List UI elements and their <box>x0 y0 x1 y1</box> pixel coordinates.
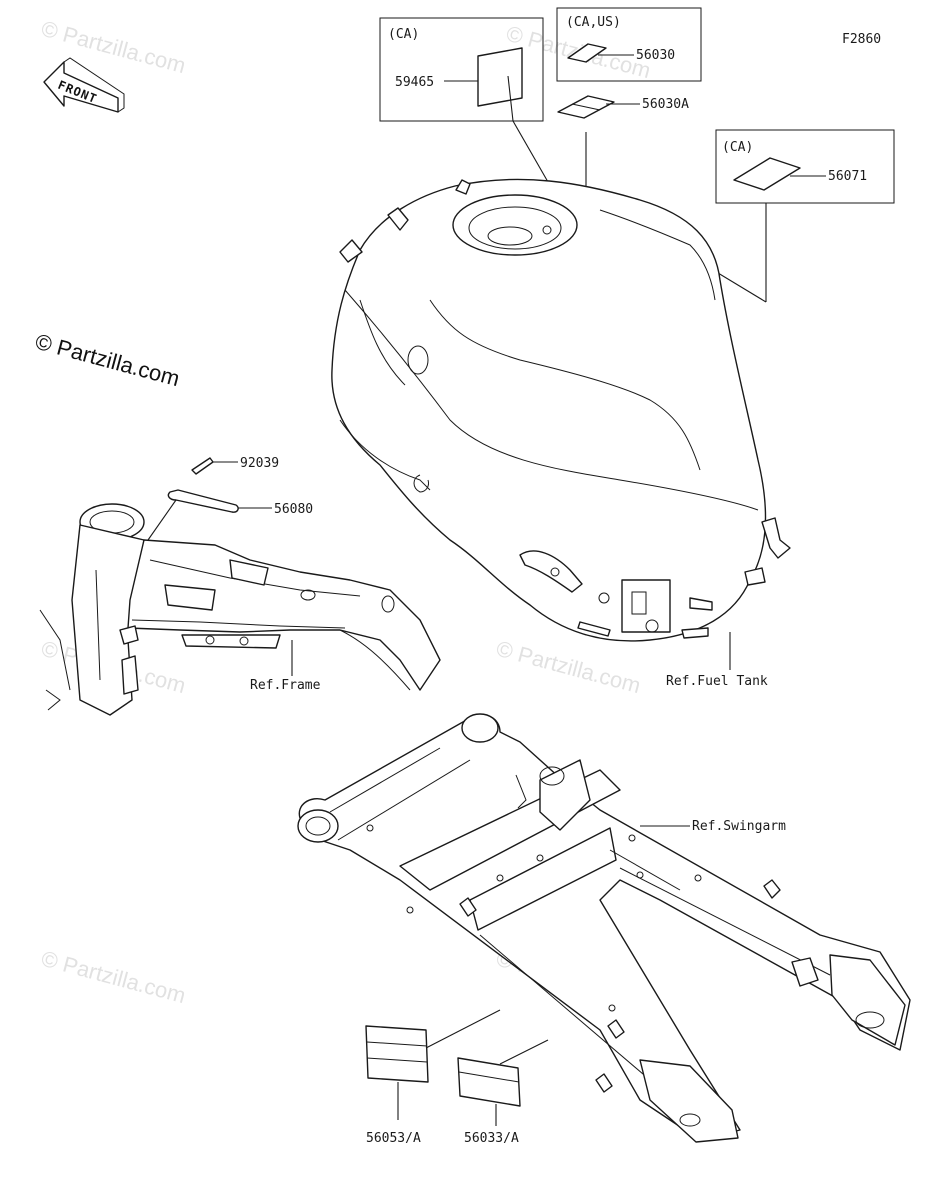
figure-code: F2860 <box>842 32 881 47</box>
watermark-5: © Partzilla.com <box>494 636 644 699</box>
callout-92039: 92039 <box>191 456 279 475</box>
part-56071-label: 56071 <box>828 169 867 184</box>
callout-56033: 56033/A <box>457 1039 549 1146</box>
ref-frame-label: Ref.Frame <box>250 678 321 693</box>
callout-56053: 56053/A <box>365 1009 501 1146</box>
callout-box-59465 <box>379 17 544 122</box>
part-56053-label: 56053/A <box>366 1131 421 1146</box>
watermark-6: © Partzilla.com <box>39 946 189 1009</box>
label-56030-shape <box>567 43 607 63</box>
label-56053-shape <box>365 1025 429 1083</box>
callout-56080: 56080 <box>147 489 313 541</box>
callout-56030a: 56030A <box>557 95 689 270</box>
part-56030a-label: 56030A <box>642 97 689 112</box>
ref-fuel-tank-label: Ref.Fuel Tank <box>666 674 768 689</box>
ref-swingarm-label: Ref.Swingarm <box>692 819 786 834</box>
callout-56030: (CA,US) 56030 <box>556 7 702 82</box>
plate-56080-shape <box>167 489 239 513</box>
part-56080-label: 56080 <box>274 502 313 517</box>
rivet-92039-shape <box>191 457 214 475</box>
frame <box>39 503 441 716</box>
region-ca-us-label: (CA,US) <box>566 15 621 30</box>
callout-59465: (CA) 59465 <box>379 17 549 183</box>
callout-box-56071 <box>715 129 895 204</box>
part-92039-label: 92039 <box>240 456 279 471</box>
label-56071-shape <box>733 157 801 191</box>
region-ca-label-1: (CA) <box>388 27 419 42</box>
fuel-tank <box>331 178 791 642</box>
swingarm <box>297 713 911 1143</box>
front-arrow-icon: FRONT <box>43 57 125 113</box>
callout-box-56030 <box>556 7 702 82</box>
label-56033-shape <box>457 1057 521 1107</box>
copyright-text: © Partzilla.com <box>33 329 183 392</box>
part-56033-label: 56033/A <box>464 1131 519 1146</box>
region-ca-label-2: (CA) <box>722 140 753 155</box>
part-59465-label: 59465 <box>395 75 434 90</box>
part-56030-label: 56030 <box>636 48 675 63</box>
label-59465-shape <box>477 47 523 107</box>
